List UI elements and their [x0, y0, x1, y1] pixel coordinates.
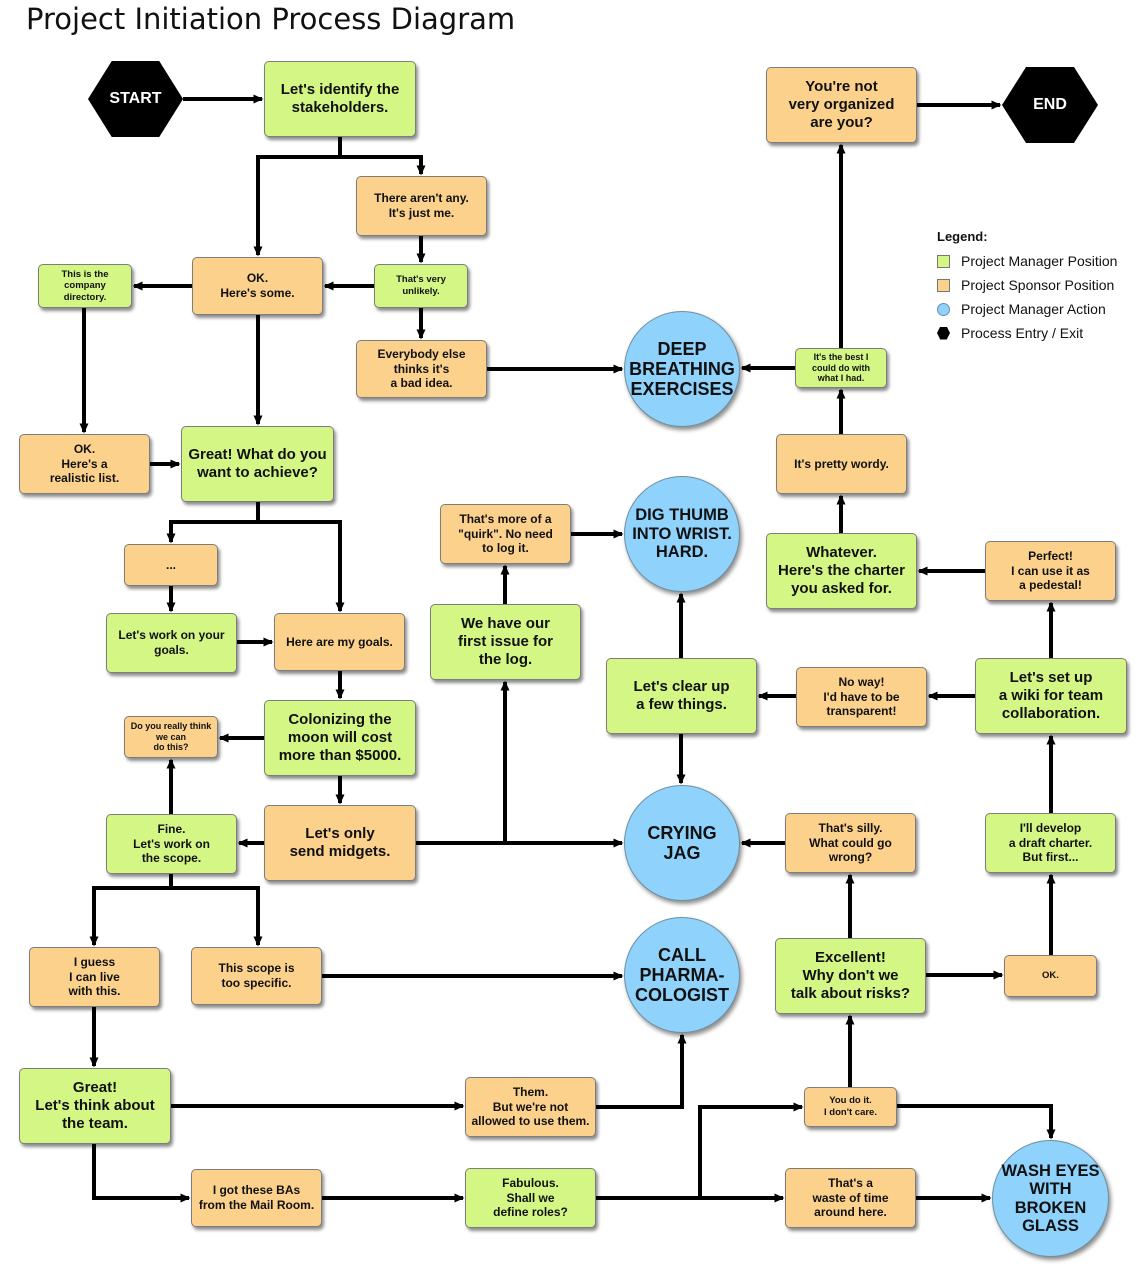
- legend-swatch-action: [937, 302, 950, 316]
- node-live-with-this: I guess I can live with this.: [29, 947, 160, 1007]
- legend-swatch-pm: [937, 254, 950, 268]
- node-think-team: Great! Let's think about the team.: [19, 1068, 171, 1144]
- node-not-organized: You're not very organized are you?: [766, 67, 917, 143]
- node-them-not-allowed: Them. But we're not allowed to use them.: [465, 1077, 596, 1137]
- node-setup-wiki: Let's set up a wiki for team collaborati…: [975, 658, 1127, 734]
- action-deep-breathing: DEEP BREATHING EXERCISES: [624, 311, 740, 427]
- node-moon-cost: Colonizing the moon will cost more than …: [264, 700, 416, 776]
- node-here-some: OK. Here's some.: [192, 257, 323, 315]
- node-first-issue: We have our first issue for the log.: [430, 604, 581, 680]
- node-my-goals: Here are my goals.: [274, 613, 405, 671]
- node-realistic-list: OK. Here's a realistic list.: [19, 434, 150, 494]
- legend-swatch-sp: [937, 278, 950, 292]
- node-best-could-do: It's the best I could do with what I had…: [795, 348, 887, 388]
- legend-label: Project Sponsor Position: [961, 277, 1115, 293]
- node-pretty-wordy: It's pretty wordy.: [776, 434, 907, 494]
- action-dig-thumb: DIG THUMB INTO WRIST. HARD.: [624, 476, 740, 592]
- connector-arrow: [698, 1102, 804, 1198]
- legend-item: Project Manager Position: [937, 249, 1117, 273]
- node-send-midgets: Let's only send midgets.: [264, 805, 416, 881]
- legend-item: Project Manager Action: [937, 297, 1117, 321]
- node-company-directory: This is the company directory.: [38, 264, 132, 308]
- connector-arrow: [89, 874, 173, 947]
- connector-arrow: [340, 155, 426, 176]
- diagram-title: Project Initiation Process Diagram: [26, 2, 516, 36]
- node-clear-up: Let's clear up a few things.: [606, 658, 757, 734]
- legend-label: Project Manager Position: [961, 253, 1118, 269]
- node-mail-room-bas: I got these BAs from the Mail Room.: [191, 1169, 322, 1227]
- node-work-goals: Let's work on your goals.: [106, 613, 237, 673]
- connector-arrow: [253, 137, 342, 257]
- legend: Legend: Project Manager Position Project…: [937, 229, 1117, 345]
- connector-arrow: [258, 520, 345, 613]
- legend-item: Project Sponsor Position: [937, 273, 1117, 297]
- action-crying-jag: CRYING JAG: [624, 785, 740, 901]
- node-that-silly: That's silly. What could go wrong?: [785, 813, 916, 873]
- legend-swatch-entry-exit: [937, 326, 950, 340]
- node-scope-specific: This scope is too specific.: [191, 947, 322, 1005]
- node-no-stakeholders: There aren't any. It's just me.: [356, 176, 487, 236]
- node-talk-risks: Excellent! Why don't we talk about risks…: [775, 938, 926, 1014]
- node-bad-idea: Everybody else thinks it's a bad idea.: [356, 340, 487, 398]
- connector-arrow: [92, 1144, 191, 1203]
- legend-item: Process Entry / Exit: [937, 321, 1117, 345]
- node-quirk: That's more of a "quirk". No need to log…: [440, 504, 571, 564]
- action-wash-eyes: WASH EYES WITH BROKEN GLASS: [992, 1140, 1109, 1257]
- node-very-unlikely: That's very unlikely.: [374, 264, 468, 308]
- node-draft-charter: I'll develop a draft charter. But first.…: [985, 813, 1116, 873]
- node-ok: OK.: [1004, 955, 1097, 997]
- connector-arrow: [596, 1033, 687, 1109]
- node-pedestal: Perfect! I can use it as a pedestal!: [985, 541, 1116, 601]
- node-work-scope: Fine. Let's work on the scope.: [106, 814, 237, 874]
- node-really-think: Do you really think we can do this?: [124, 716, 218, 758]
- connector-arrow: [171, 886, 263, 947]
- node-waste-time: That's a waste of time around here.: [785, 1168, 916, 1228]
- action-call-pharmacologist: CALL PHARMA- COLOGIST: [624, 917, 740, 1033]
- connector-arrow: [897, 1104, 1056, 1140]
- node-charter-asked: Whatever. Here's the charter you asked f…: [766, 533, 917, 609]
- node-define-roles: Fabulous. Shall we define roles?: [465, 1168, 596, 1228]
- node-what-achieve: Great! What do you want to achieve?: [181, 426, 334, 502]
- node-no-way: No way! I'd have to be transparent!: [796, 667, 927, 727]
- legend-label: Process Entry / Exit: [961, 325, 1084, 341]
- node-ellipsis: ...: [124, 544, 218, 586]
- connector-arrow: [166, 502, 260, 544]
- legend-label: Project Manager Action: [961, 301, 1106, 317]
- node-you-do-it: You do it. I don't care.: [804, 1087, 897, 1127]
- legend-title: Legend:: [937, 229, 988, 244]
- node-identify-stakeholders: Let's identify the stakeholders.: [264, 61, 416, 137]
